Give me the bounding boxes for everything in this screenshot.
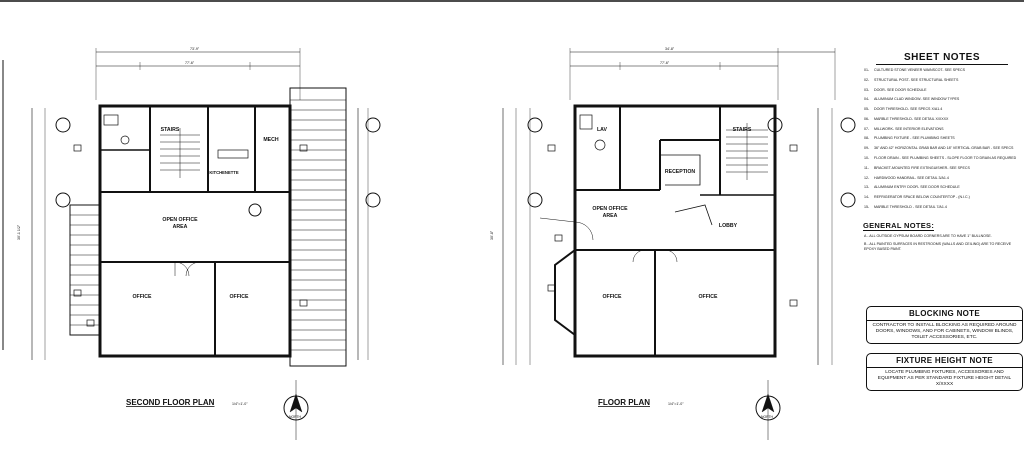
- sheet-note-text: BRACKET-MOUNTED FIRE EXTINGUISHER- SEE S…: [874, 165, 970, 170]
- sheet-note-number: 12-: [864, 175, 870, 180]
- second-floor-plan-scale: 1/4"=1'-0": [232, 402, 248, 406]
- floor-plan-title: FLOOR PLAN: [598, 398, 650, 407]
- sheet-note-item: 12- HARDWOOD HANDRAIL- SEE DETAIL 3/A1.4: [862, 176, 1022, 181]
- sheet-note-number: 05-: [864, 107, 870, 112]
- blocking-note-box: BLOCKING NOTE CONTRACTOR TO INSTALL BLOC…: [866, 306, 1023, 344]
- fixture-note-title: FIXTURE HEIGHT NOTE: [867, 354, 1022, 368]
- floor-north-label: NORTH: [761, 415, 774, 419]
- sheet-note-text: MILLWORK- SEE INTERIOR ELEVATIONS: [874, 126, 944, 131]
- sheet-note-item: 03- DOOR- SEE DOOR SCHEDULE: [862, 88, 1022, 93]
- sheet-note-text: DOOR THRESHOLD- SEE SPECS X/A1.4: [874, 107, 943, 112]
- second-room-stairs: STAIRS: [161, 127, 180, 133]
- sheet-note-text: ALUMINUM ENTRY DOOR- SEE DOOR SCHEDULE: [874, 185, 960, 190]
- sheet-note-number: 03-: [864, 87, 870, 92]
- sheet-note-number: 06-: [864, 116, 870, 121]
- sheet-note-item: 14- REFRIGERATOR SPACE BELOW COUNTERTOP -…: [862, 195, 1022, 200]
- sheet-notes-title: SHEET NOTES: [876, 52, 1008, 65]
- sheet-note-text: FLOOR DRAIN - SEE PLUMBING SHEETS - SLOP…: [874, 156, 1017, 161]
- second-room-mech: MECH: [263, 137, 279, 143]
- sheet-note-number: 13-: [864, 185, 870, 190]
- second-side-dim: 30'-1 1/2": [17, 224, 21, 240]
- floor-side-dim: 30'-8": [490, 230, 494, 240]
- floor-room-lobby: LOBBY: [719, 223, 738, 229]
- general-note-a: A - ALL OUTSIDE GYPSUM BOARD CORNERS ARE…: [864, 233, 992, 238]
- second-room-office-right: OFFICE: [229, 294, 249, 300]
- sheet-note-number: 01-: [864, 68, 870, 72]
- sheet-note-text: HARDWOOD HANDRAIL- SEE DETAIL 3/A1.4: [874, 175, 949, 180]
- second-north-label: NORTH: [289, 415, 302, 419]
- sheet-note-item: 08- PLUMBING FIXTURE - SEE PLUMBING SHEET…: [862, 136, 1022, 141]
- sheet-note-item: 11- BRACKET-MOUNTED FIRE EXTINGUISHER- SE…: [862, 166, 1022, 171]
- sheet-note-text: DOOR- SEE DOOR SCHEDULE: [874, 87, 927, 92]
- fixture-note-box: FIXTURE HEIGHT NOTE LOCATE PLUMBING FIXT…: [866, 353, 1023, 391]
- second-room-open-office: OPEN OFFICE: [162, 217, 198, 223]
- floor-room-open-office: OPEN OFFICE: [592, 206, 628, 212]
- floor-plan-scale: 1/4"=1'-0": [668, 402, 684, 406]
- sheet-note-text: ALUMINUM CLAD WINDOW- SEE WINDOW TYPES: [874, 97, 960, 102]
- floor-room-office-left: OFFICE: [602, 294, 622, 300]
- sheet-note-item: 05- DOOR THRESHOLD- SEE SPECS X/A1.4: [862, 107, 1022, 112]
- sheet-note-number: 14-: [864, 195, 870, 200]
- sheet-note-number: 04-: [864, 97, 870, 102]
- sheet-note-item: 04- ALUMINUM CLAD WINDOW- SEE WINDOW TYPE…: [862, 97, 1022, 102]
- sheet-note-text: REFRIGERATOR SPACE BELOW COUNTERTOP - (N…: [874, 195, 970, 200]
- sheet-note-item: 01- CULTURED STONE VENEER WAINSCOT- SEE S…: [862, 68, 1022, 73]
- blocking-note-title: BLOCKING NOTE: [867, 307, 1022, 321]
- floor-room-reception: RECEPTION: [665, 169, 696, 175]
- second-inner-dim: 77'-6": [185, 61, 195, 65]
- general-notes-title: GENERAL NOTES:: [863, 220, 935, 231]
- floor-room-stairs: STAIRS: [733, 127, 752, 133]
- floor-room-office-right: OFFICE: [698, 294, 718, 300]
- second-room-office-left: OFFICE: [132, 294, 152, 300]
- sheet-note-number: 09-: [864, 146, 870, 151]
- sheet-note-item: 15- MARBLE THRESHOLD - SEE DETAIL 7/A1.4: [862, 205, 1022, 210]
- sheet-note-text: PLUMBING FIXTURE - SEE PLUMBING SHEETS: [874, 136, 955, 141]
- sheet-notes-panel: SHEET NOTES 01- CULTURED STONE VENEER WAI…: [862, 52, 1022, 256]
- general-note-b: B - ALL PAINTED SURFACES IN RESTROOMS (W…: [864, 242, 1012, 251]
- floor-room-lav: LAV: [597, 127, 608, 133]
- sheet-note-text: 36" AND 42" HORIZONTAL GRAB BAR AND 18" …: [874, 146, 1014, 151]
- sheet-note-text: CULTURED STONE VENEER WAINSCOT- SEE SPEC…: [874, 68, 965, 72]
- fixture-note-text: LOCATE PLUMBING FIXTURES, ACCESSORIES AN…: [877, 370, 1012, 387]
- second-overall-dim: 73'-9": [190, 47, 200, 51]
- floor-overall-dim: 34'-8": [665, 47, 675, 51]
- second-room-open-office-sub: AREA: [173, 224, 188, 230]
- sheet-note-text: MARBLE THRESHOLD- SEE DETAIL X/XXXX: [874, 116, 949, 121]
- sheet-note-item: 07- MILLWORK- SEE INTERIOR ELEVATIONS: [862, 127, 1022, 132]
- second-room-kitchenette: KITCHENETTE: [209, 170, 239, 175]
- sheet-note-item: 10- FLOOR DRAIN - SEE PLUMBING SHEETS - S…: [862, 156, 1022, 161]
- sheet-note-number: 07-: [864, 126, 870, 131]
- floor-inner-dim: 77'-6": [660, 61, 670, 65]
- sheet-note-text: STRUCTURAL POST- SEE STRUCTURAL SHEETS: [874, 77, 959, 82]
- sheet-note-item: 02- STRUCTURAL POST- SEE STRUCTURAL SHEET…: [862, 78, 1022, 83]
- sheet-notes-list: 01- CULTURED STONE VENEER WAINSCOT- SEE S…: [862, 68, 1022, 210]
- floor-room-open-office-sub: AREA: [603, 213, 618, 219]
- blocking-note-text: CONTRACTOR TO INSTALL BLOCKING AS REQUIR…: [872, 323, 1017, 340]
- sheet-note-item: 06- MARBLE THRESHOLD- SEE DETAIL X/XXXX: [862, 117, 1022, 122]
- sheet-note-number: 08-: [864, 136, 870, 141]
- sheet-note-item: 13- ALUMINUM ENTRY DOOR- SEE DOOR SCHEDUL…: [862, 185, 1022, 190]
- sheet-note-number: 10-: [864, 156, 870, 161]
- sheet-note-number: 11-: [864, 165, 869, 170]
- sheet-note-number: 15-: [864, 204, 870, 209]
- second-floor-plan: [31, 48, 381, 440]
- sheet-note-item: 09- 36" AND 42" HORIZONTAL GRAB BAR AND 1…: [862, 146, 1022, 151]
- sheet-note-text: MARBLE THRESHOLD - SEE DETAIL 7/A1.4: [874, 204, 947, 209]
- second-floor-plan-title: SECOND FLOOR PLAN: [126, 398, 215, 407]
- sheet-note-number: 02-: [864, 77, 870, 82]
- first-floor-plan: [502, 48, 856, 440]
